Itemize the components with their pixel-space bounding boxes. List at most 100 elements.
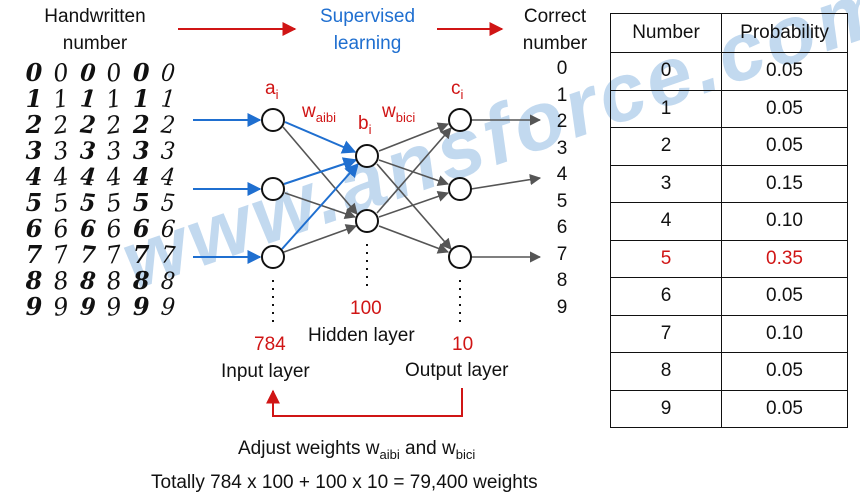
cell-number: 7	[610, 314, 722, 353]
correct-number-item: 5	[556, 190, 568, 212]
header-number: Number	[610, 13, 722, 53]
handwritten-digit: 8	[25, 266, 43, 295]
output-arrow-2	[470, 174, 542, 190]
header-probability: Probability	[721, 13, 848, 53]
handwritten-digit: 2	[25, 110, 43, 139]
correct-number-item: 7	[556, 243, 568, 265]
hidden-layer-label: Hidden layer	[308, 325, 415, 346]
supervised-line1: Supervised	[319, 6, 416, 27]
edge-a3-b1	[281, 162, 359, 250]
output-node-2	[448, 177, 472, 201]
correct-number-item: 6	[556, 217, 568, 238]
total-weights-text: Totally 784 x 100 + 100 x 10 = 79,400 we…	[151, 472, 538, 493]
cell-probability: 0.05	[721, 52, 848, 91]
cell-number: 6	[610, 277, 722, 316]
correct-number-item: 4	[556, 164, 568, 185]
cell-number: 9	[610, 389, 722, 428]
adjust-weights-text: Adjust weights waibi and wbici	[238, 438, 476, 462]
correct-number-item: 1	[556, 84, 568, 106]
handwritten-digit: 6	[25, 214, 43, 243]
cell-number: 5	[610, 239, 722, 278]
correct-number-item: 0	[556, 58, 568, 79]
cell-number: 4	[610, 202, 722, 241]
handwritten-digit: 3	[25, 136, 43, 165]
correct-number-item: 8	[556, 270, 568, 291]
table-header-row: Number Probability	[610, 13, 848, 53]
edge-a2-b1	[283, 157, 358, 185]
edge-b1-c3	[376, 163, 452, 250]
edge-b2-c3	[378, 225, 450, 254]
cell-number: 2	[610, 127, 722, 166]
cell-number: 3	[610, 164, 722, 203]
edge-a1-b2	[282, 126, 358, 215]
edge-b1-c1	[378, 122, 450, 152]
correct-line2: number	[522, 33, 588, 54]
output-node-3	[448, 245, 472, 269]
cell-probability: 0.05	[721, 277, 848, 316]
input-count: 784	[254, 334, 286, 355]
cell-number: 1	[610, 89, 722, 128]
input-layer-label: Input layer	[221, 361, 310, 382]
input-node-3	[261, 245, 285, 269]
a-i-label: ai	[265, 78, 279, 102]
output-layer-label: Output layer	[405, 360, 509, 381]
cell-probability: 0.05	[721, 127, 848, 166]
cell-number: 0	[610, 52, 722, 91]
output-count: 10	[452, 334, 474, 355]
hidden-node-2	[355, 209, 379, 233]
handwritten-digit: 5	[132, 188, 150, 217]
handwritten-line1: Handwritten	[44, 6, 146, 27]
cell-probability: 0.10	[721, 202, 848, 241]
handwritten-digit: 0	[25, 58, 43, 87]
handwritten-digit: 2	[132, 110, 150, 139]
cell-probability: 0.05	[721, 389, 848, 428]
cell-probability: 0.05	[721, 352, 848, 391]
w-bici-label: wbici	[382, 101, 416, 125]
handwritten-number-label: Handwritten number	[40, 6, 150, 55]
hidden-node-1	[355, 144, 379, 168]
feedback-arrow	[266, 388, 463, 417]
handwritten-digit: 1	[132, 84, 150, 113]
cell-probability: 0.10	[721, 314, 848, 353]
handwritten-digit: 4	[25, 162, 43, 191]
handwritten-digit: 0	[132, 58, 150, 87]
w-aibi-label: waibi	[302, 101, 336, 125]
handwritten-line2: number	[62, 33, 128, 54]
handwritten-digit: 9	[132, 292, 150, 321]
cell-number: 8	[610, 352, 722, 391]
output-node-1	[448, 108, 472, 132]
handwritten-digit: 9	[25, 292, 43, 321]
correct-number-label: Correct number	[510, 6, 600, 55]
handwritten-digit: 6	[132, 214, 150, 243]
handwritten-digit: 1	[25, 84, 43, 113]
supervised-learning-label: Supervised learning	[305, 6, 430, 55]
c-i-label: ci	[451, 78, 464, 102]
handwritten-digit: 3	[132, 136, 150, 165]
correct-number-item: 2	[556, 111, 568, 132]
edge-a1-b1	[284, 121, 357, 154]
supervised-line2: learning	[333, 33, 402, 54]
handwritten-digit: 8	[132, 266, 150, 295]
correct-line1: Correct	[523, 6, 587, 27]
input-node-2	[261, 177, 285, 201]
